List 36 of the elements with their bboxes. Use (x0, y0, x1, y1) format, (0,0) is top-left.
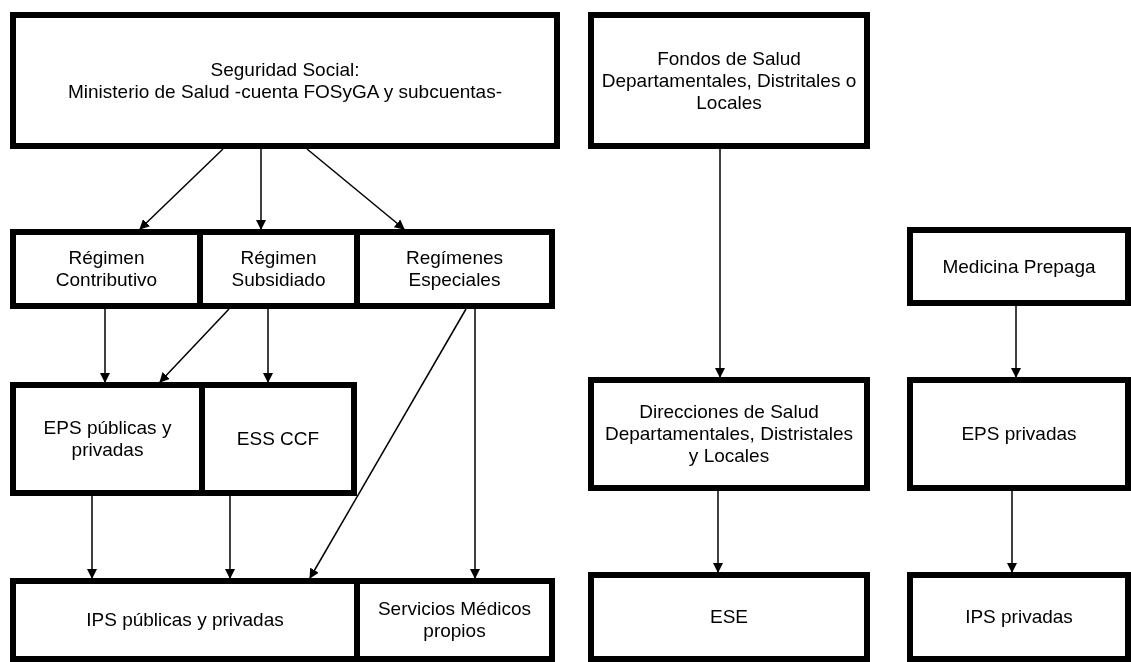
arrow (263, 308, 273, 383)
box-text: Medicina Prepaga (942, 255, 1096, 278)
box-text: Régimen Contributivo (54, 247, 159, 291)
arrow (1007, 490, 1017, 573)
process-box (588, 12, 870, 149)
process-box (10, 12, 560, 149)
box-text: IPS públicas y privadas (86, 609, 284, 631)
arrow (256, 148, 266, 230)
process-box (588, 377, 870, 491)
arrow (1011, 305, 1021, 378)
box-text: EPS privadas (961, 423, 1077, 445)
process-box (907, 377, 1131, 491)
arrow (309, 308, 467, 579)
box-text: Regímenes Especiales (404, 247, 505, 291)
box-text: Régimen Subsidiado (230, 247, 327, 291)
arrow (225, 495, 235, 579)
process-box (907, 572, 1131, 662)
arrow (715, 148, 725, 378)
arrow (470, 308, 480, 579)
arrow (87, 495, 97, 579)
box-text: ESS CCF (236, 428, 320, 450)
box-text: EPS públicas y privadas (42, 417, 173, 461)
process-box (588, 572, 870, 662)
box-text: Ministerio de Salud -cuenta FOSyGA y subcuentas- (67, 80, 502, 103)
arrow (713, 490, 723, 573)
box-text: Direcciones de Salud Departamentales, Distristales y Locales (603, 401, 855, 467)
arrow (159, 308, 230, 383)
box-text: Fondos de Salud Departamentales, Distritales o Locales (600, 47, 858, 114)
arrow (306, 148, 405, 230)
process-box (907, 227, 1131, 306)
box-text: IPS privadas (965, 606, 1073, 628)
box-text: Servicios Médicos propios (376, 598, 533, 642)
arrow (139, 148, 224, 230)
box-text: ESE (710, 606, 748, 628)
box-heading: Seguridad Social: (210, 58, 360, 81)
arrow (100, 308, 110, 383)
